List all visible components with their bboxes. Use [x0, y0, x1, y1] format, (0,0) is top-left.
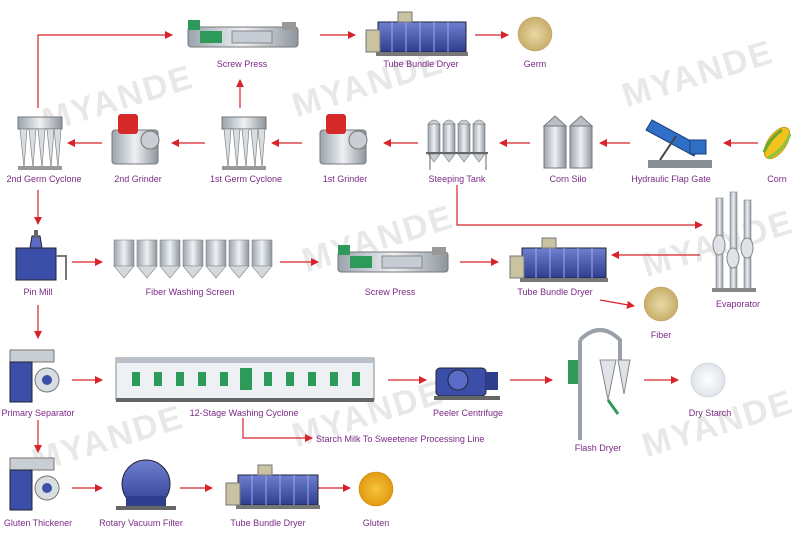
germ-pile-image	[517, 16, 553, 52]
flash-dryer-machine	[568, 328, 631, 440]
rotary-vacuum-filter-machine	[116, 459, 176, 510]
arrow	[599, 299, 635, 309]
label-washing-cyclone: 12-Stage Washing Cyclone	[189, 408, 299, 418]
label-first-germ-cyclone: 1st Germ Cyclone	[209, 174, 283, 184]
label-corn-silo: Corn Silo	[549, 174, 587, 184]
corn-silo-machine	[542, 115, 594, 169]
second-grinder-machine	[111, 114, 160, 165]
label-tube-bundle-dryer-bottom: Tube Bundle Dryer	[230, 518, 306, 528]
pin-mill-machine	[15, 230, 67, 281]
arrow	[456, 185, 703, 229]
label-dry-starch: Dry Starch	[688, 408, 732, 418]
hydraulic-flap-gate-machine	[645, 119, 712, 168]
evaporator-machine	[712, 191, 756, 292]
primary-separator-machine	[9, 349, 60, 403]
gluten-pile-image	[358, 471, 394, 507]
label-evaporator: Evaporator	[715, 299, 761, 309]
dry-starch-pile-image	[690, 362, 726, 398]
label-corn: Corn	[767, 174, 787, 184]
washing-cyclone-machine	[115, 357, 375, 402]
arrow	[242, 418, 313, 442]
label-first-grinder: 1st Grinder	[322, 174, 368, 184]
label-primary-separator: Primary Separator	[1, 408, 75, 418]
first-germ-cyclone-machine	[221, 116, 267, 170]
peeler-centrifuge-machine	[434, 367, 500, 400]
fiber-pile-image	[643, 286, 679, 322]
label-second-germ-cyclone: 2nd Germ Cyclone	[6, 174, 82, 184]
screw-press-mid-machine	[337, 245, 449, 273]
arrow	[37, 31, 173, 108]
label-screw-press-mid: Screw Press	[364, 287, 416, 297]
corn-cob-image	[762, 126, 792, 160]
label-gluten: Gluten	[362, 518, 390, 528]
gluten-thickener-machine	[9, 457, 60, 511]
first-grinder-machine	[319, 114, 368, 165]
fiber-washing-screen-machine	[113, 239, 273, 279]
tube-bundle-dryer-bottom-machine	[225, 464, 320, 509]
tube-bundle-dryer-top-machine	[365, 11, 468, 56]
label-fiber-washing-screen: Fiber Washing Screen	[145, 287, 235, 297]
second-germ-cyclone-machine	[17, 116, 63, 170]
label-fiber: Fiber	[650, 330, 672, 340]
label-second-grinder: 2nd Grinder	[114, 174, 162, 184]
label-germ: Germ	[523, 59, 547, 69]
steeping-tank-machine	[426, 119, 488, 170]
screw-press-top-machine	[187, 20, 299, 48]
flow-arrows	[34, 31, 758, 492]
label-hydraulic-flap-gate: Hydraulic Flap Gate	[631, 174, 711, 184]
label-tube-bundle-dryer-top: Tube Bundle Dryer	[383, 59, 459, 69]
label-rotary-vacuum-filter: Rotary Vacuum Filter	[99, 518, 183, 528]
tube-bundle-dryer-mid-machine	[509, 237, 608, 282]
label-tube-bundle-dryer-mid: Tube Bundle Dryer	[517, 287, 593, 297]
label-peeler-centrifuge: Peeler Centrifuge	[432, 408, 504, 418]
label-flash-dryer: Flash Dryer	[574, 443, 622, 453]
label-starch-milk: Starch Milk To Sweetener Processing Line	[316, 434, 485, 444]
label-pin-mill: Pin Mill	[23, 287, 53, 297]
label-steeping-tank: Steeping Tank	[428, 174, 486, 184]
label-screw-press-top: Screw Press	[216, 59, 268, 69]
label-gluten-thickener: Gluten Thickener	[3, 518, 73, 528]
